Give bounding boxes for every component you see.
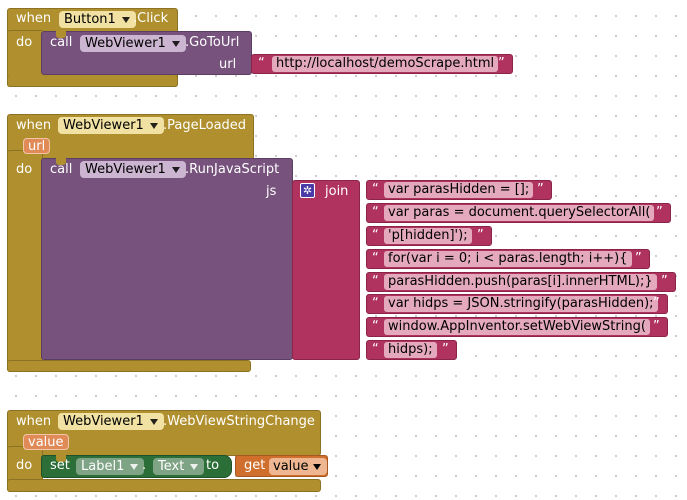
do-label: do [16, 162, 33, 177]
get-label: get [244, 458, 266, 473]
chevron-down-icon [313, 464, 321, 470]
close-quote: ” [498, 56, 505, 71]
close-quote: ” [477, 228, 484, 243]
event-block-bottom [7, 75, 178, 87]
call-block-runjavascript[interactable] [41, 158, 293, 360]
open-quote: “ [372, 228, 379, 243]
open-quote: “ [372, 274, 379, 289]
set-label: set [50, 458, 70, 473]
open-quote: “ [372, 251, 379, 266]
event-block-bottom [7, 479, 321, 492]
text-field[interactable]: 'p[hidden]'); [384, 228, 472, 244]
when-label: when [16, 414, 52, 429]
text-field[interactable]: window.AppInventor.setWebViewString( [384, 319, 650, 335]
join-label: join [325, 184, 349, 199]
close-quote: ” [537, 182, 544, 197]
text-field[interactable]: var parasHidden = []; [384, 182, 534, 198]
text-field[interactable]: parasHidden.push(paras[i].innerHTML);} [384, 274, 657, 290]
event-name: .WebViewStringChange [163, 414, 315, 429]
component-dropdown-webviewer1[interactable]: WebViewer1 [58, 413, 164, 430]
text-field[interactable]: hidps); [384, 342, 437, 358]
when-label: when [16, 11, 52, 26]
open-quote: “ [372, 205, 379, 220]
open-quote: “ [372, 182, 379, 197]
do-label: do [16, 458, 33, 473]
text-field[interactable]: var hidps = JSON.stringify(parasHidden); [384, 296, 658, 312]
open-quote: “ [372, 296, 379, 311]
component-dropdown-label1[interactable]: Label1 [76, 458, 145, 475]
call-label: call [50, 162, 73, 177]
block-notch [56, 455, 66, 462]
to-label: to [206, 458, 220, 473]
open-quote: “ [372, 342, 379, 357]
arg-label-url: url [219, 57, 237, 72]
method-name: .RunJavaScript [185, 162, 280, 177]
component-dropdown-webviewer1[interactable]: WebViewer1 [58, 117, 164, 134]
block-notch [56, 158, 66, 165]
arg-label-js: js [266, 184, 277, 199]
method-name: .GoToUrl [185, 35, 240, 50]
close-quote: ” [661, 274, 668, 289]
block-notch [56, 31, 66, 38]
close-quote: ” [653, 296, 660, 311]
text-field-url[interactable]: http://localhost/demoScrape.html [272, 56, 499, 72]
component-dropdown-button1[interactable]: Button1 [59, 11, 136, 28]
close-quote: ” [442, 342, 449, 357]
component-dropdown-webviewer1[interactable]: WebViewer1 [80, 35, 186, 52]
dot-label: . [142, 458, 147, 473]
call-label: call [50, 35, 73, 50]
event-name: .Click [133, 11, 169, 26]
gear-icon[interactable]: ✲ [300, 183, 315, 198]
close-quote: ” [656, 205, 663, 220]
open-quote: “ [258, 56, 265, 71]
close-quote: ” [635, 251, 642, 266]
param-value[interactable]: value [23, 434, 69, 450]
text-field[interactable]: for(var i = 0; i < paras.length; i++){ [384, 251, 632, 267]
when-label: when [16, 118, 52, 133]
event-block-bottom [7, 360, 251, 372]
property-dropdown-text[interactable]: Text [153, 458, 205, 475]
close-quote: ” [653, 319, 660, 334]
open-quote: “ [372, 319, 379, 334]
param-url[interactable]: url [23, 138, 51, 154]
do-label: do [16, 35, 33, 50]
variable-dropdown-value[interactable]: value [269, 458, 327, 475]
component-dropdown-webviewer1[interactable]: WebViewer1 [80, 161, 186, 178]
event-block-body [7, 150, 43, 372]
join-block[interactable] [292, 180, 360, 360]
text-field[interactable]: var paras = document.querySelectorAll( [384, 205, 655, 221]
event-name: .PageLoaded [163, 118, 247, 133]
